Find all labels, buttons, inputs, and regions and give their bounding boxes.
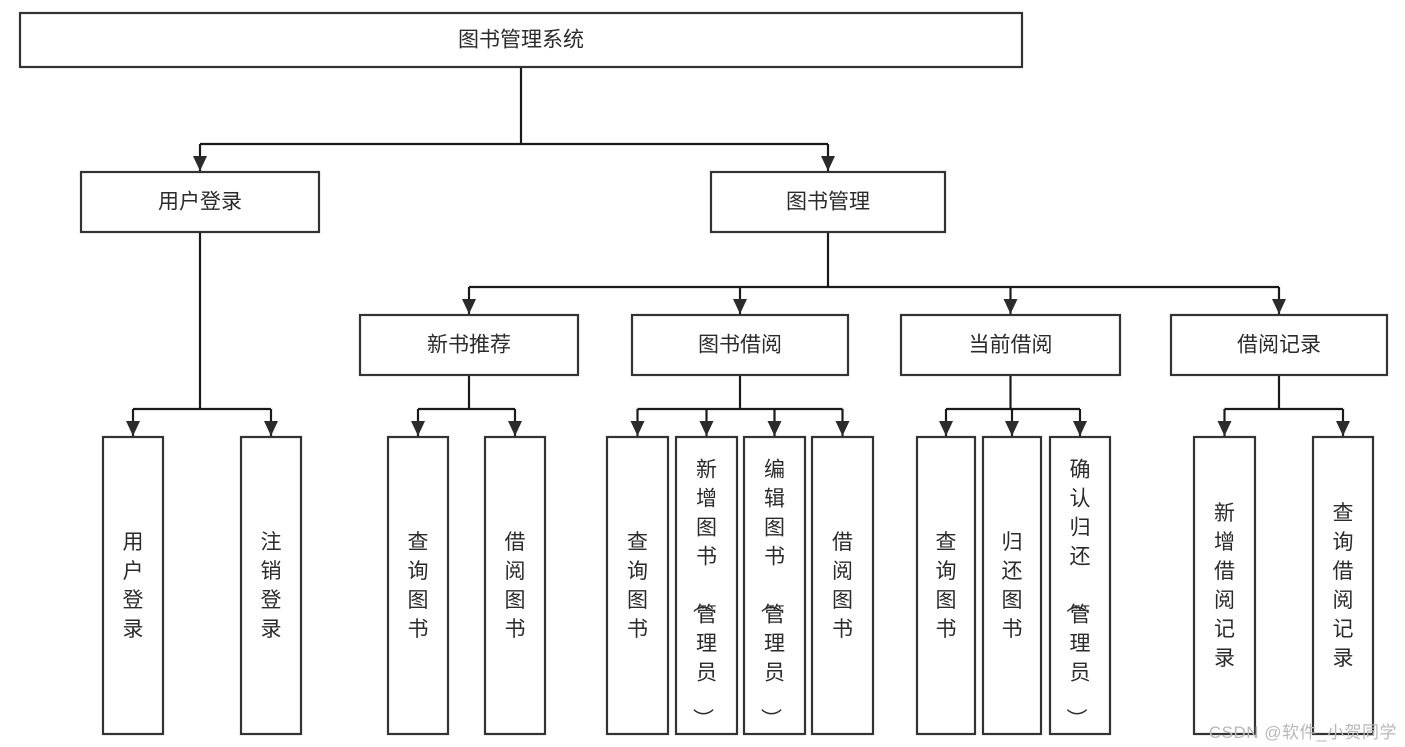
node-box [899,313,1122,377]
node-box [1048,435,1112,736]
node-label: 查询图书 [408,531,429,641]
node-label: 借阅记录 [1237,334,1321,357]
node-label: 图书管理系统 [458,29,584,52]
node-box [630,313,850,377]
node-leaf-confirm-return[interactable]: 确认归还（管理员） [1048,435,1112,736]
node-leaf-edit-book[interactable]: 编辑图书（管理员） [742,435,807,736]
node-leaf-query-book-3[interactable]: 查询图书 [915,435,977,736]
node-label: 查询图书 [627,531,648,641]
node-box [79,170,321,234]
node-label: 图书管理 [786,191,870,214]
node-label: 新增借阅记录 [1214,502,1235,670]
node-leaf-query-book-1[interactable]: 查询图书 [386,435,450,736]
node-root[interactable]: 图书管理系统 [18,11,1024,69]
node-box [742,435,807,736]
node-box [915,435,977,736]
node-label: 归还图书 [1002,531,1023,641]
node-box [1169,313,1389,377]
node-leaf-user-login[interactable]: 用户登录 [101,435,165,736]
node-label: 图书借阅 [698,334,782,357]
node-box [810,435,875,736]
node-label: 编辑图书（管理员） [759,458,785,729]
node-leaf-return-book[interactable]: 归还图书 [981,435,1043,736]
node-box [483,435,547,736]
node-label: 借阅图书 [505,531,526,641]
node-label: 注销登录 [261,531,282,641]
node-box [674,435,739,736]
node-box [101,435,165,736]
node-leaf-borrow-book-2[interactable]: 借阅图书 [810,435,875,736]
node-book-manage[interactable]: 图书管理 [709,170,947,234]
node-label: 新增图书（管理员） [691,458,717,729]
node-leaf-logout[interactable]: 注销登录 [239,435,303,736]
node-leaf-add-record[interactable]: 新增借阅记录 [1192,435,1257,736]
node-box [386,435,450,736]
node-box [709,170,947,234]
node-label: 用户登录 [158,191,242,214]
node-label: 借阅图书 [832,531,853,641]
node-new-book-rec[interactable]: 新书推荐 [358,313,580,377]
node-box [1192,435,1257,736]
node-label: 当前借阅 [969,334,1053,357]
node-box [358,313,580,377]
node-leaf-query-record[interactable]: 查询借阅记录 [1311,435,1375,736]
node-box [239,435,303,736]
node-label: 确认归还（管理员） [1065,458,1091,729]
node-leaf-borrow-book-1[interactable]: 借阅图书 [483,435,547,736]
node-box [981,435,1043,736]
node-layer: 图书管理系统用户登录图书管理新书推荐图书借阅当前借阅借阅记录用户登录注销登录查询… [18,11,1389,736]
node-label: 查询借阅记录 [1333,502,1354,670]
node-book-borrow[interactable]: 图书借阅 [630,313,850,377]
node-label: 查询图书 [936,531,957,641]
node-user-login[interactable]: 用户登录 [79,170,321,234]
node-box [18,11,1024,69]
node-leaf-add-book[interactable]: 新增图书（管理员） [674,435,739,736]
node-leaf-query-book-2[interactable]: 查询图书 [605,435,670,736]
node-current-borrow[interactable]: 当前借阅 [899,313,1122,377]
node-label: 用户登录 [123,531,144,641]
node-borrow-record[interactable]: 借阅记录 [1169,313,1389,377]
node-label: 新书推荐 [427,334,511,357]
connector-layer [126,67,1350,436]
node-box [1311,435,1375,736]
node-box [605,435,670,736]
